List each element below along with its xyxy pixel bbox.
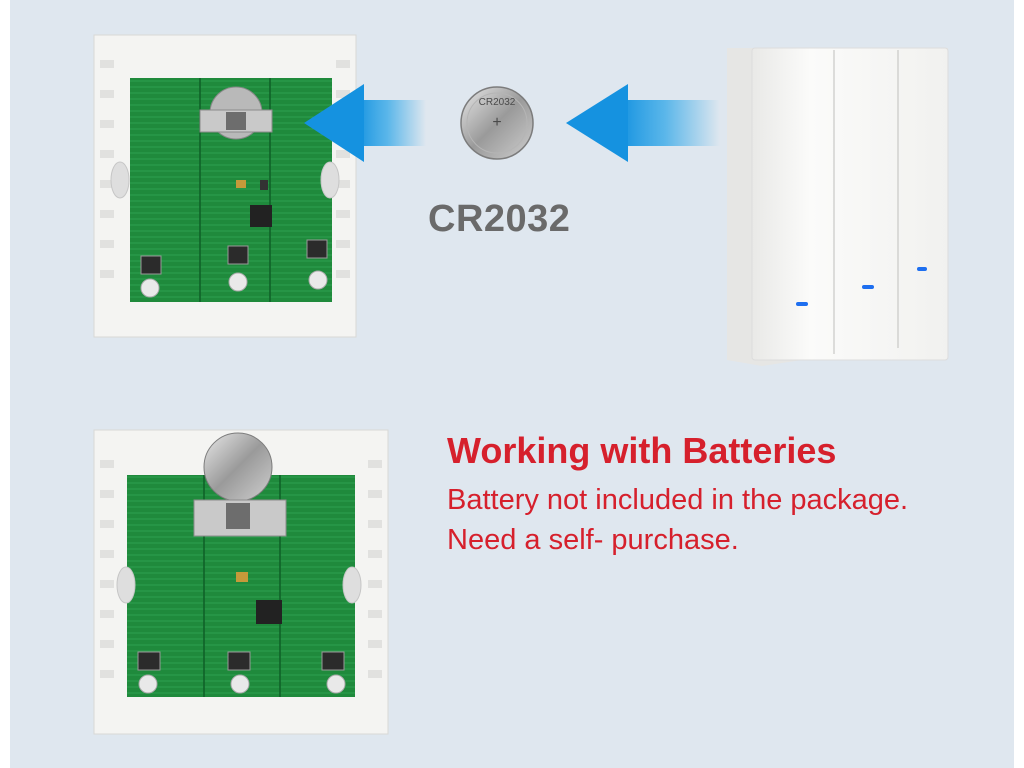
- arrow-left-icon: [566, 84, 720, 162]
- led-indicator: [796, 302, 808, 306]
- info-line-1: Battery not included in the package.: [447, 484, 909, 516]
- led-indicator: [917, 267, 927, 271]
- wall-switch-3gang: [727, 47, 949, 366]
- battery-model-label: CR2032: [428, 198, 571, 240]
- coin-battery: CR2032 +: [460, 86, 534, 160]
- coin-battery-installed: [203, 432, 273, 502]
- svg-text:+: +: [492, 114, 501, 131]
- switch-backplate-bottom: [93, 429, 389, 735]
- led-indicator: [862, 285, 874, 289]
- switch-backplate-top: [93, 34, 357, 338]
- info-title: Working with Batteries: [447, 430, 837, 471]
- arrow-left-icon: [304, 84, 426, 162]
- coin-engraving-text: CR2032: [479, 97, 516, 108]
- info-line-2: Need a self- purchase.: [447, 524, 739, 556]
